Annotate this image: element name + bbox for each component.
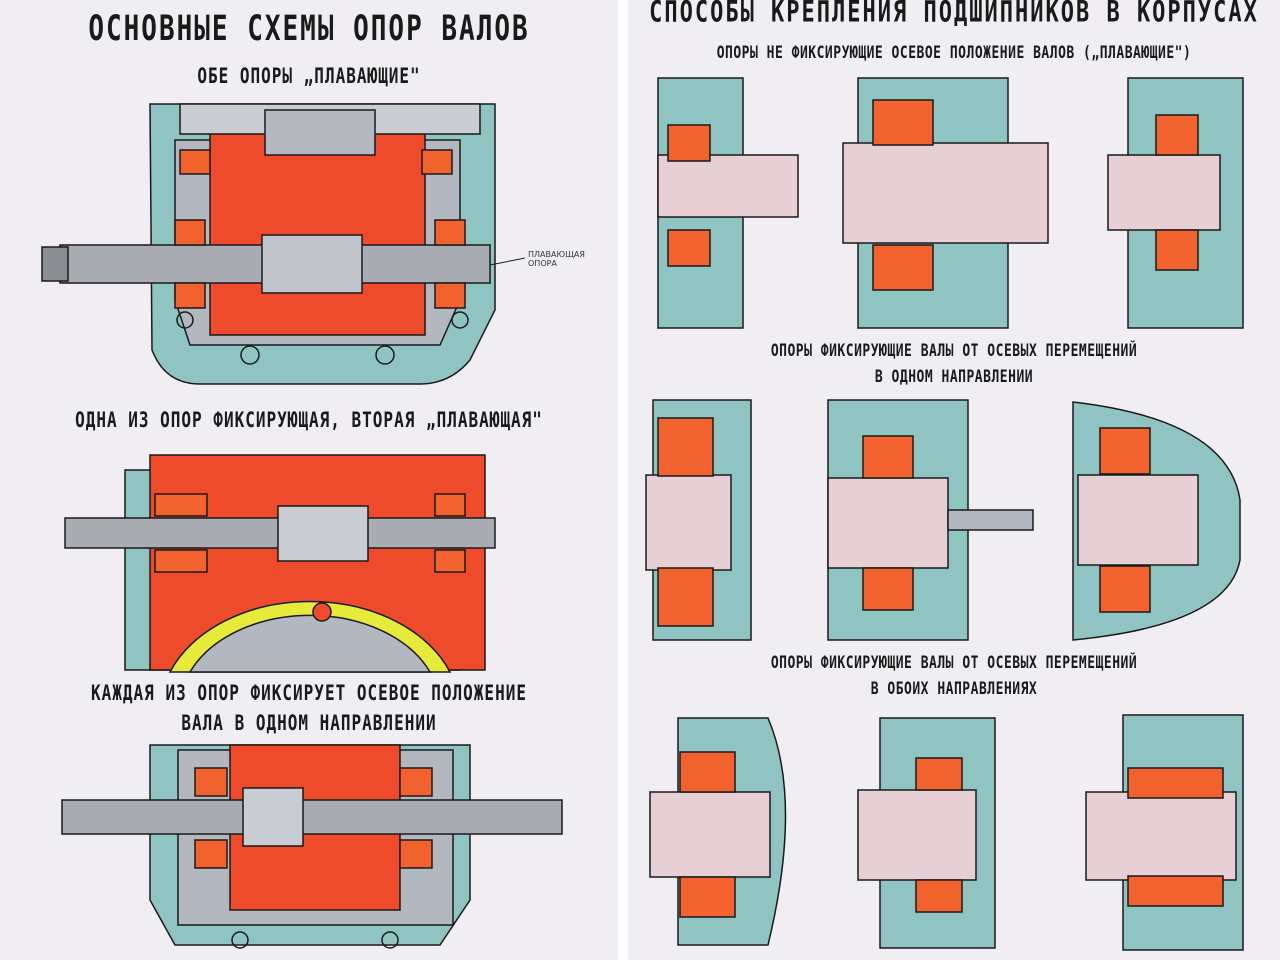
section3-heading-line2: ВАЛА В ОДНОМ НАПРАВЛЕНИИ bbox=[181, 709, 437, 736]
row3-heading-line1: ОПОРЫ ФИКСИРУЮЩИЕ ВАЛЫ ОТ ОСЕВЫХ ПЕРЕМЕЩ… bbox=[770, 653, 1138, 674]
gearbox-diagram-fixed bbox=[61, 744, 563, 949]
worm-gearbox-diagram bbox=[64, 454, 496, 673]
left-poster-title: ОСНОВНЫЕ СХЕМЫ ОПОР ВАЛОВ bbox=[88, 8, 530, 50]
row2-heading-line2: В ОДНОМ НАПРАВЛЕНИИ bbox=[874, 367, 1034, 388]
section3-heading-line1: КАЖДАЯ ИЗ ОПОР ФИКСИРУЕТ ОСЕВОЕ ПОЛОЖЕНИ… bbox=[91, 679, 527, 706]
left-poster: ОСНОВНЫЕ СХЕМЫ ОПОР ВАЛОВ ОБЕ ОПОРЫ „ПЛА… bbox=[0, 0, 618, 960]
right-poster-title: СПОСОБЫ КРЕПЛЕНИЯ ПОДШИПНИКОВ В КОРПУСАХ bbox=[649, 0, 1259, 30]
row1-heading: ОПОРЫ НЕ ФИКСИРУЮЩИЕ ОСЕВОЕ ПОЛОЖЕНИЕ ВА… bbox=[716, 43, 1192, 64]
row3-heading-line2: В ОБОИХ НАПРАВЛЕНИЯХ bbox=[870, 679, 1038, 700]
row2-heading-line1: ОПОРЫ ФИКСИРУЮЩИЕ ВАЛЫ ОТ ОСЕВЫХ ПЕРЕМЕЩ… bbox=[770, 341, 1138, 362]
section1-heading: ОБЕ ОПОРЫ „ПЛАВАЮЩИЕ" bbox=[197, 62, 421, 89]
section2-heading: ОДНА ИЗ ОПОР ФИКСИРУЮЩАЯ, ВТОРАЯ „ПЛАВАЮ… bbox=[75, 406, 543, 433]
gearbox-diagram-floating bbox=[41, 103, 526, 385]
right-poster: СПОСОБЫ КРЕПЛЕНИЯ ПОДШИПНИКОВ В КОРПУСАХ… bbox=[628, 0, 1280, 960]
floating-support-callout: ПЛАВАЮЩАЯ ОПОРА bbox=[528, 250, 585, 268]
bearing-units-row2 bbox=[645, 399, 1241, 641]
bearing-units-row3 bbox=[649, 714, 1244, 951]
bearing-units-row1 bbox=[657, 77, 1244, 329]
